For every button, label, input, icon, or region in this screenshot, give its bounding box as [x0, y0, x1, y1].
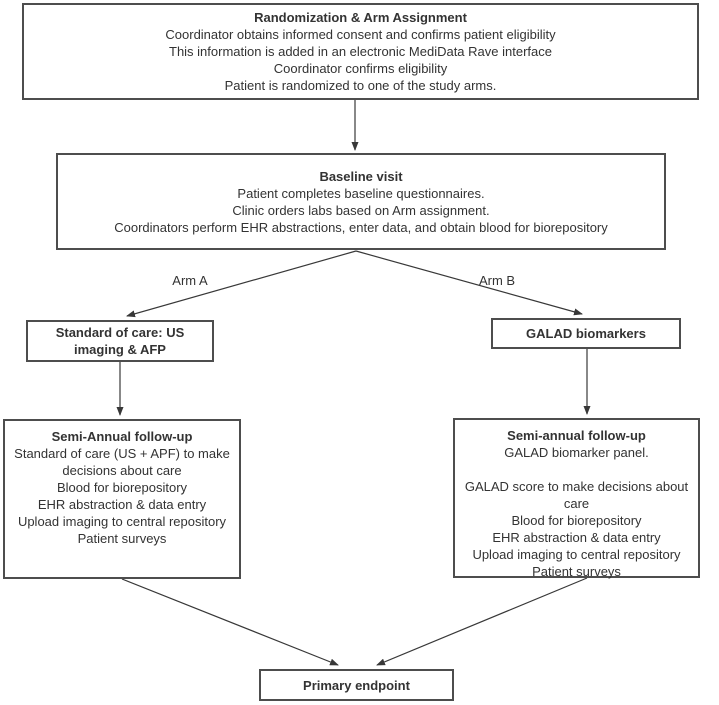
text-line: Upload imaging to central repository — [17, 514, 227, 529]
text-line: Clinic orders labs based on Arm assignme… — [232, 202, 490, 218]
arm-a-label: Arm A — [172, 273, 208, 288]
arrow-galad-followup-to-endpoint — [376, 577, 588, 666]
galad-followup-title: Semi-annual follow-up — [507, 428, 646, 443]
text-line: Coordinator obtains informed consent and… — [165, 27, 556, 42]
arm-b-label: Arm B — [478, 273, 516, 288]
galad-followup-details: GALAD biomarker panel. GALAD score to ma… — [463, 444, 690, 580]
randomization-title: Randomization & Arm Assignment — [254, 10, 467, 25]
text-line: GALAD score to make decisions about care — [464, 479, 689, 511]
text-line: EHR abstraction & data entry — [492, 530, 661, 545]
text-line: Blood for biorepository — [56, 480, 188, 495]
baseline-visit-box: Baseline visit Patient completes baselin… — [56, 153, 666, 250]
text-line: Patient surveys — [532, 564, 621, 579]
text-line: Coordinator confirms eligibility — [273, 61, 448, 76]
text-line: Patient surveys — [77, 531, 167, 546]
soc-followup-box: Semi-Annual follow-up Standard of care (… — [3, 419, 241, 579]
text-line: This information is added in an electron… — [169, 44, 552, 59]
text-line: GALAD biomarker panel. — [504, 445, 649, 460]
text-line: Blood for biorepository — [511, 513, 642, 528]
text-line: Patient is randomized to one of the stud… — [224, 78, 497, 93]
text-line: Upload imaging to central repository — [472, 547, 681, 562]
text-line: Patient completes baseline questionnaire… — [237, 185, 485, 201]
arrow-soc-followup-to-endpoint — [121, 578, 339, 666]
text-line — [463, 461, 690, 478]
standard-of-care-title: Standard of care: US imaging & AFP — [55, 325, 185, 357]
galad-biomarkers-box: GALAD biomarkers — [491, 318, 681, 349]
text-line: EHR abstraction & data entry — [37, 497, 207, 512]
randomization-details: Coordinator obtains informed consent and… — [32, 26, 689, 94]
standard-of-care-box: Standard of care: US imaging & AFP — [26, 320, 214, 362]
text-line: Coordinators perform EHR abstractions, e… — [114, 219, 608, 235]
soc-followup-details: Standard of care (US + APF) to make deci… — [13, 445, 231, 547]
baseline-visit-details: Patient completes baseline questionnaire… — [66, 185, 656, 236]
primary-endpoint-box: Primary endpoint — [259, 669, 454, 701]
baseline-visit-title: Baseline visit — [319, 168, 403, 184]
randomization-box: Randomization & Arm Assignment Coordinat… — [22, 3, 699, 100]
galad-biomarkers-title: GALAD biomarkers — [526, 326, 646, 341]
soc-followup-title: Semi-Annual follow-up — [51, 429, 193, 444]
text-line: Standard of care (US + APF) to make deci… — [14, 446, 230, 478]
primary-endpoint-title: Primary endpoint — [303, 677, 410, 693]
galad-followup-box: Semi-annual follow-up GALAD biomarker pa… — [453, 418, 700, 580]
